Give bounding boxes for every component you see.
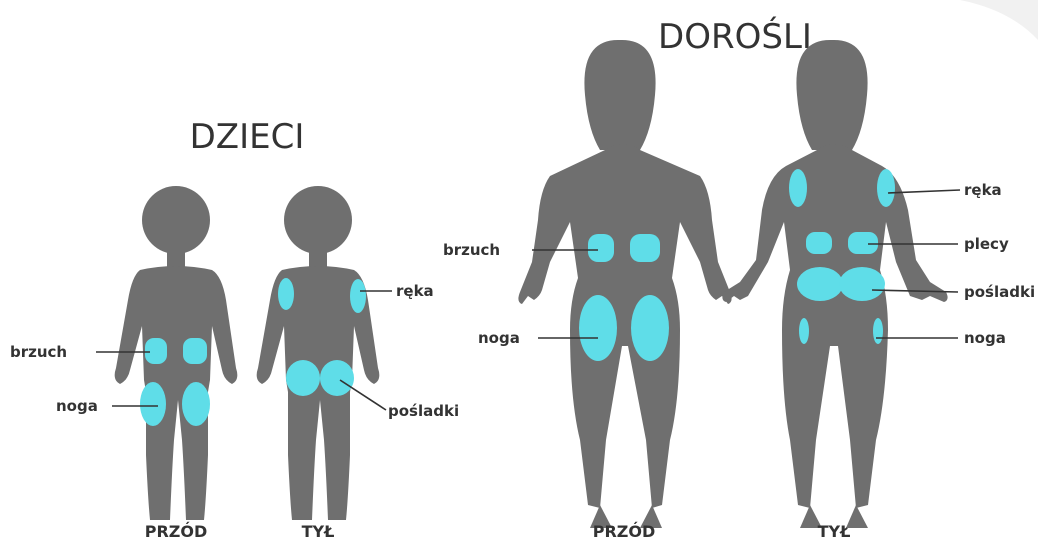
adult-back-back-left-site [806, 232, 832, 254]
child-back-buttock-left-site [286, 360, 320, 396]
adult-back-leg-label: noga [964, 329, 1006, 347]
child-back-view-label: TYŁ [302, 522, 335, 541]
adult-front-figure [518, 40, 731, 528]
adult-back-buttocks-label: pośladki [964, 283, 1035, 301]
decorative-watermark [960, 0, 1038, 40]
adult-front-leg-right-site [631, 295, 669, 361]
child-back-arm-left-site [278, 278, 294, 310]
child-back-buttock-right-site [320, 360, 354, 396]
adult-back-leg-right-site [873, 318, 883, 344]
child-front-leg-right-site [182, 382, 210, 426]
adult-back-back-right-site [848, 232, 878, 254]
adult-back-arm-label: ręka [964, 181, 1002, 199]
adult-front-belly-label: brzuch [443, 241, 500, 259]
adult-back-buttock-right-site [839, 267, 885, 301]
children-title: DZIECI [190, 117, 305, 157]
child-back-figure [257, 186, 380, 520]
adult-front-leg-left-site [579, 295, 617, 361]
child-front-leg-left-site [140, 382, 166, 426]
child-back-arm-right-site [350, 279, 366, 313]
child-front-belly-left-site [145, 338, 167, 364]
child-front-leg-label: noga [56, 397, 98, 415]
adult-back-buttock-left-site [797, 267, 843, 301]
adult-back-back-label: plecy [964, 235, 1009, 253]
child-front-figure [115, 186, 238, 520]
adult-back-arm-right-site [877, 169, 895, 207]
adult-back-arm-left-site [789, 169, 807, 207]
child-front-view-label: PRZÓD [145, 522, 208, 541]
adult-back-view-label: TYŁ [818, 522, 851, 541]
adult-back-leg-left-site [799, 318, 809, 344]
child-front-belly-right-site [183, 338, 207, 364]
child-back-arm-label: ręka [396, 282, 434, 300]
child-back-buttocks-label: pośladki [388, 402, 459, 420]
adult-front-view-label: PRZÓD [593, 522, 656, 541]
adult-front-belly-right-site [630, 234, 660, 262]
adults-title: DOROŚLI [658, 16, 812, 57]
adult-front-leg-label: noga [478, 329, 520, 347]
adult-front-belly-left-site [588, 234, 614, 262]
child-front-belly-label: brzuch [10, 343, 67, 361]
